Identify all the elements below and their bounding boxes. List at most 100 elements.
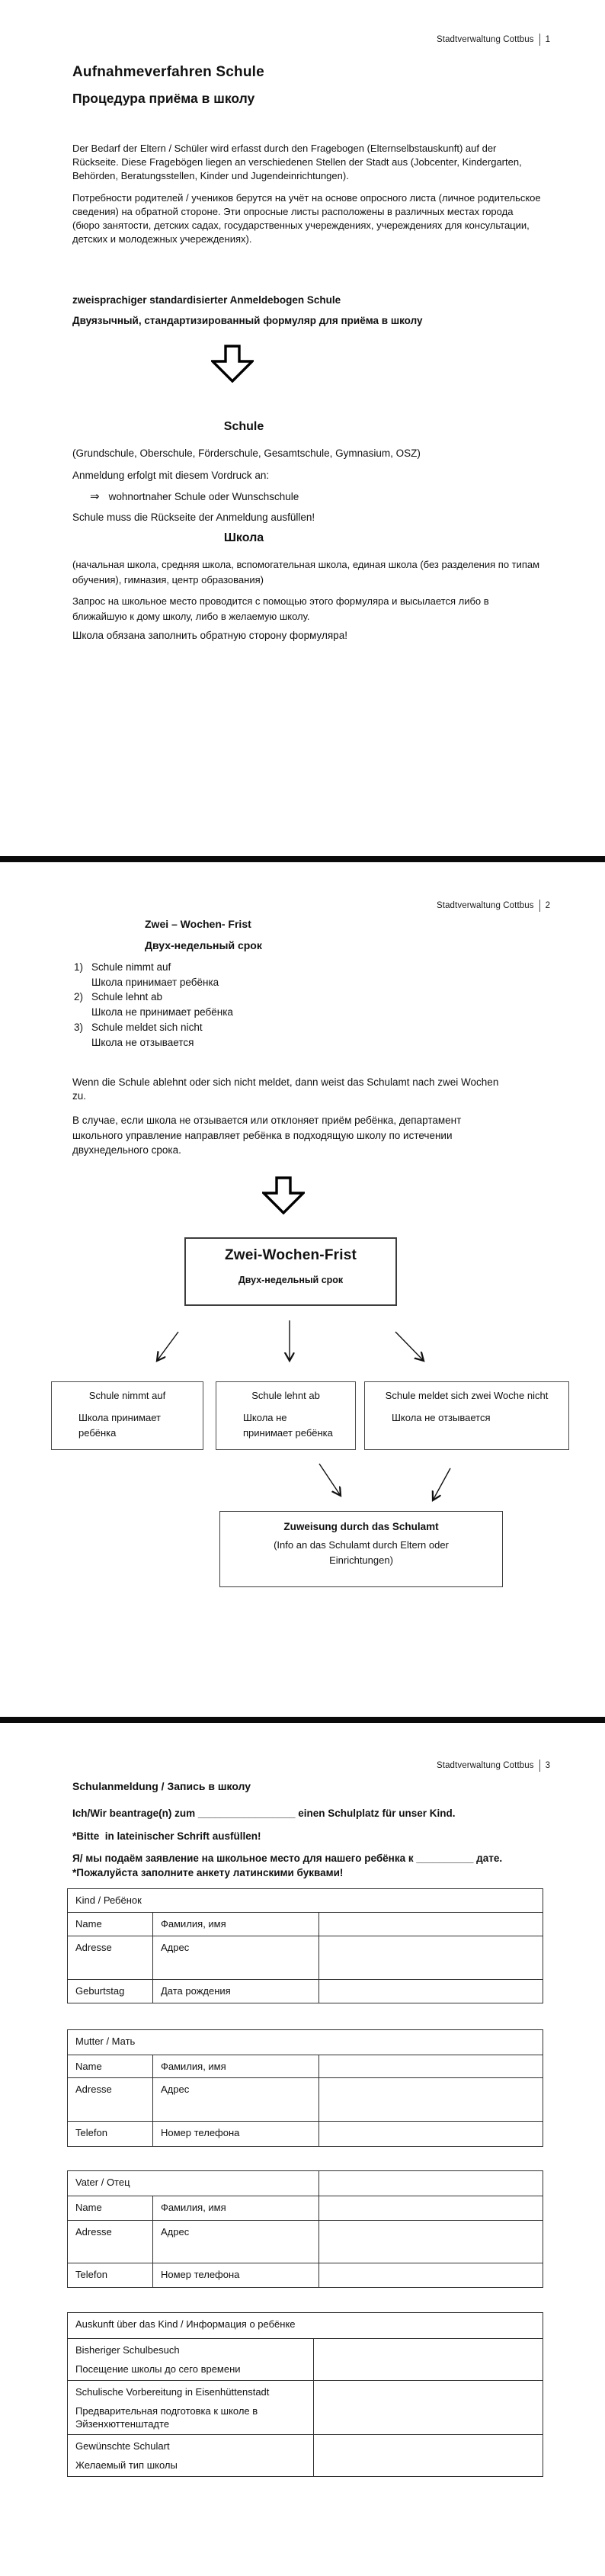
table-row: Adresse Адрес bbox=[67, 2077, 544, 2122]
outcome-ru-line: принимает ребёнка bbox=[243, 1427, 333, 1439]
input-cell[interactable] bbox=[318, 2055, 544, 2078]
table-row: Name Фамилия, имя bbox=[67, 2055, 544, 2078]
input-cell[interactable] bbox=[312, 2338, 544, 2381]
list-number: 2) bbox=[74, 991, 84, 1003]
table-row: Telefon Номер телефона bbox=[67, 2121, 544, 2147]
header-brand: Stadtverwaltung Cottbus bbox=[437, 35, 534, 44]
label-de: Schulische Vorbereitung in Eisenhüttenst… bbox=[75, 2386, 270, 2398]
list-number: 1) bbox=[74, 961, 84, 973]
input-cell[interactable] bbox=[319, 2196, 544, 2221]
apply-line-de: Ich/Wir beantrage(n) zum _______________… bbox=[72, 1808, 456, 1819]
label-de: Name bbox=[67, 2196, 153, 2221]
table-row: Bisheriger Schulbesuch Посещение школы д… bbox=[67, 2338, 544, 2381]
page-header: Stadtverwaltung Cottbus 3 bbox=[437, 1760, 550, 1772]
double-arrow-icon: ⇒ bbox=[90, 490, 100, 503]
schulamt-paragraph-ru: В случае, если школа не отзывается или о… bbox=[72, 1115, 462, 1156]
label-ru: Номер телефона bbox=[152, 2121, 319, 2147]
outcome-text-ru: Школа не принимает ребёнка bbox=[243, 1410, 355, 1441]
document-title-de: Aufnahmeverfahren Schule bbox=[72, 64, 264, 80]
outcome-ru-line: ребёнка bbox=[78, 1427, 117, 1439]
label-ru: Фамилия, имя bbox=[152, 1912, 319, 1936]
down-block-arrow-icon bbox=[211, 345, 254, 383]
list-item-de: Schule meldet sich nicht bbox=[91, 1021, 203, 1033]
label-de: Name bbox=[67, 2055, 153, 2078]
input-cell[interactable] bbox=[312, 2434, 544, 2477]
list-item-ru: Школа не принимает ребёнка bbox=[91, 1006, 233, 1019]
header-empty-cell bbox=[319, 2170, 544, 2196]
header-divider bbox=[539, 34, 540, 46]
shkola-heading: Школа bbox=[223, 531, 264, 544]
intro-paragraph-ru: Потребности родителей / учеников берутся… bbox=[72, 192, 541, 245]
label-de: Name bbox=[67, 1912, 153, 1936]
wunschschule-item: ⇒ wohnortnaher Schule oder Wunschschule bbox=[90, 491, 299, 503]
label-de: Geburtstag bbox=[67, 1979, 153, 2003]
label-de: Gewünschte Schulart bbox=[75, 2440, 170, 2452]
mutter-table: Mutter / Мать Name Фамилия, имя Adresse … bbox=[66, 2029, 544, 2147]
zapros-paragraph: Запрос на школьное место проводится с по… bbox=[72, 595, 489, 622]
outcome-title-de: Schule lehnt ab bbox=[251, 1390, 320, 1401]
input-cell[interactable] bbox=[319, 2263, 544, 2288]
page-separator bbox=[0, 856, 605, 862]
apply-line-ru: Я/ мы подаём заявление на школьное место… bbox=[72, 1853, 503, 1864]
frist-heading-ru: Двух-недельный срок bbox=[145, 939, 262, 951]
input-cell[interactable] bbox=[318, 2077, 544, 2122]
table-title: Mutter / Мать bbox=[66, 2029, 544, 2055]
converge-arrows bbox=[319, 1463, 451, 1506]
page-separator bbox=[0, 1717, 605, 1723]
label-de: Adresse bbox=[67, 1936, 153, 1980]
shkola-note-line: Школа обязана заполнить обратную сторону… bbox=[72, 630, 347, 641]
page-1: Stadtverwaltung Cottbus 1 Aufnahmeverfah… bbox=[0, 0, 605, 856]
fan-arrows bbox=[0, 1320, 605, 1365]
schulanmeldung-heading: Schulanmeldung / Запись в школу bbox=[72, 1780, 251, 1792]
table-row: Telefon Номер телефона bbox=[67, 2263, 544, 2288]
outcome-ru-line: Школа не отзывается bbox=[392, 1412, 491, 1423]
intro-paragraph-de: Der Bedarf der Eltern / Schüler wird erf… bbox=[72, 143, 522, 181]
form-label-de: zweisprachiger standardisierter Anmeldeb… bbox=[72, 294, 341, 306]
down-block-arrow-icon bbox=[262, 1176, 305, 1214]
input-cell[interactable] bbox=[318, 1912, 544, 1936]
shkola-types-paragraph: (начальная школа, средняя школа, вспомог… bbox=[72, 559, 540, 585]
outcome-text-ru: Школа принимает ребёнка bbox=[78, 1410, 203, 1441]
table-row: Name Фамилия, имя bbox=[67, 1912, 544, 1936]
outcome-text-ru: Школа не отзывается bbox=[392, 1410, 568, 1426]
table-row: Adresse Адрес bbox=[67, 2220, 544, 2263]
outcome-box-meldet-nicht: Schule meldet sich zwei Woche nicht Школ… bbox=[364, 1381, 569, 1450]
label-ru: Адрес bbox=[152, 2220, 320, 2263]
label-ru: Адрес bbox=[152, 2077, 319, 2122]
note-line-de: *Bitte in lateinischer Schrift ausfüllen… bbox=[72, 1830, 261, 1842]
label-ru: Адрес bbox=[152, 1936, 319, 1980]
outcome-title-de: Schule nimmt auf bbox=[88, 1390, 166, 1401]
header-brand: Stadtverwaltung Cottbus bbox=[437, 1761, 534, 1770]
input-cell[interactable] bbox=[318, 1936, 544, 1980]
table-title: Vater / Отец bbox=[66, 2170, 320, 2196]
schule-types-line: (Grundschule, Oberschule, Förderschule, … bbox=[72, 448, 421, 459]
outcome-box-nimmt-auf: Schule nimmt auf Школа принимает ребёнка bbox=[51, 1381, 203, 1450]
anmeldung-line: Anmeldung erfolgt mit diesem Vordruck an… bbox=[72, 470, 270, 481]
input-cell[interactable] bbox=[319, 2220, 544, 2263]
label-de: Adresse bbox=[67, 2077, 153, 2122]
input-cell[interactable] bbox=[312, 2380, 544, 2435]
input-cell[interactable] bbox=[318, 2121, 544, 2147]
list-item: 1) Schule nimmt auf Школа принимает ребё… bbox=[74, 960, 233, 990]
label-ru: Посещение школы до сего времени bbox=[75, 2363, 241, 2375]
label-de: Telefon bbox=[67, 2121, 153, 2147]
schule-heading: Schule bbox=[223, 420, 264, 433]
label-ru: Фамилия, имя bbox=[152, 2055, 319, 2078]
label-de: Adresse bbox=[67, 2220, 153, 2263]
input-cell[interactable] bbox=[318, 1979, 544, 2003]
page-header: Stadtverwaltung Cottbus 1 bbox=[437, 34, 550, 46]
page-number: 2 bbox=[545, 901, 550, 910]
label-ru: Дата рождения bbox=[152, 1979, 319, 2003]
vater-table: Vater / Отец Name Фамилия, имя Adresse А… bbox=[66, 2170, 544, 2288]
list-item-de: Schule nimmt auf bbox=[91, 961, 171, 973]
page-header: Stadtverwaltung Cottbus 2 bbox=[437, 900, 550, 912]
schulamt-paragraph-de: Wenn die Schule ablehnt oder sich nicht … bbox=[72, 1076, 499, 1102]
label-de: Bisheriger Schulbesuch bbox=[75, 2344, 180, 2356]
page-number: 1 bbox=[545, 35, 550, 44]
auskunft-table: Auskunft über das Kind / Информация о ре… bbox=[66, 2312, 544, 2477]
outcome-ru-line: Школа принимает bbox=[78, 1412, 162, 1423]
header-divider bbox=[539, 900, 540, 912]
label-de: Telefon bbox=[67, 2263, 153, 2288]
list-number: 3) bbox=[74, 1021, 84, 1033]
outcome-ru-line: Школа не bbox=[243, 1412, 287, 1423]
